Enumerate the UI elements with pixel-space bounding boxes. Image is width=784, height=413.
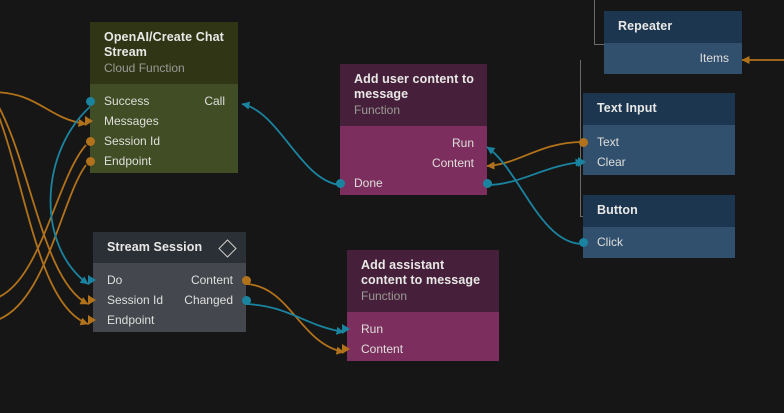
port-marker-session-id[interactable] [88,295,96,305]
node-header[interactable]: Text Input [583,93,735,125]
port-label-click: Click [597,235,623,249]
node-title: Add user content to message [354,72,474,101]
port-row: Content [340,153,487,173]
node-header[interactable]: OpenAI/Create Chat Stream Cloud Function [90,22,238,84]
port-label-messages: Messages [104,114,159,128]
node-title: OpenAI/Create Chat Stream [104,30,224,59]
wire-stream-changed-to-assistant-run [245,303,345,335]
port-row: Endpoint [85,151,238,171]
port-marker-session-id[interactable] [85,136,95,146]
port-row: Items [604,48,742,68]
node-title: Stream Session [107,240,203,254]
node-title: Button [597,203,638,217]
port-row: Done [335,173,492,193]
node-subtitle: Cloud Function [104,61,185,75]
wire-openai-success-to-stream-do [49,104,93,285]
port-label-content: Content [361,342,404,356]
port-row: Run [342,319,499,339]
port-label-content: Content [431,156,474,170]
port-row: Click [578,232,735,252]
port-label-items: Items [699,51,729,65]
node-header[interactable]: Add assistant content to message Functio… [347,250,499,312]
node-body: Run Content [342,312,499,361]
wire-user-done-out-to-textinput-clear [486,158,584,186]
wire-left-to-stream-session-id [0,107,89,305]
node-subtitle: Function [361,289,408,303]
port-label-content: Content [190,273,233,287]
port-row: Do Content [88,270,251,290]
diamond-icon [218,239,237,258]
wire-textinput-text-to-user-content [486,141,584,170]
port-label-endpoint: Endpoint [107,313,155,327]
port-label-session-id: Session Id [107,293,164,307]
port-label-changed: Changed [184,293,233,307]
port-marker-done-in[interactable] [335,178,345,188]
port-marker-content[interactable] [342,344,350,354]
node-header[interactable]: Button [583,195,735,227]
node-subtitle: Function [354,103,401,117]
node-add-user-content-to-message[interactable]: Add user content to message Function Run… [335,64,492,195]
port-label-endpoint: Endpoint [104,154,152,168]
node-add-assistant-content-to-message[interactable]: Add assistant content to message Functio… [342,250,499,361]
port-label-session-id: Session Id [104,134,161,148]
repeater-group-bracket [594,0,605,45]
port-label-do: Do [107,273,123,287]
node-header[interactable]: Repeater [604,11,742,43]
wire-left-to-openai-messages [0,91,87,127]
port-row: Session Id [85,131,238,151]
port-label-text: Text [597,135,620,149]
port-row: Content [342,339,499,359]
node-title: Add assistant content to message [361,258,481,287]
port-row: Messages [85,111,238,131]
wire-button-click-to-user-run [486,146,584,245]
port-marker-text[interactable] [578,137,588,147]
node-body: Items [604,43,742,74]
node-body: Success Call Messages Session Id Endpoin… [85,84,238,173]
port-marker-messages[interactable] [85,116,93,126]
wire-user-done-to-openai-call [241,101,341,186]
port-marker-content[interactable] [241,275,251,285]
node-title: Repeater [618,19,673,33]
port-marker-success[interactable] [85,96,95,106]
node-repeater[interactable]: Repeater Items [604,11,742,74]
node-header[interactable]: Add user content to message Function [340,64,487,126]
port-marker-endpoint[interactable] [88,315,96,325]
node-openai-create-chat-stream[interactable]: OpenAI/Create Chat Stream Cloud Function… [85,22,238,173]
port-label-call: Call [204,94,225,108]
node-body: Text Clear [578,125,735,175]
port-marker-changed[interactable] [241,295,251,305]
port-row: Text [578,132,735,152]
port-label-clear: Clear [597,155,626,169]
node-title: Text Input [597,101,657,115]
port-label-success: Success [104,94,150,108]
port-row: Endpoint [88,310,246,330]
wire-stream-content-to-assistant-content [245,283,345,355]
port-row: Session Id Changed [88,290,251,310]
node-body: Click [578,227,735,258]
wire-left-to-openai-session [0,144,87,298]
port-row: Success Call [85,91,238,111]
port-marker-endpoint[interactable] [85,156,95,166]
port-marker-clear[interactable] [578,157,586,167]
port-marker-do[interactable] [88,275,96,285]
port-label-done: Done [354,176,383,190]
port-marker-done-out[interactable] [482,178,492,188]
port-label-run: Run [361,322,384,336]
node-text-input[interactable]: Text Input Text Clear [578,93,735,175]
wire-left-to-stream-endpoint [0,117,89,326]
node-body: Run Content Done [335,126,492,195]
node-body: Do Content Session Id Changed Endpoint [88,263,251,332]
node-button[interactable]: Button Click [578,195,735,258]
node-stream-session[interactable]: Stream Session Do Content Session Id Cha… [88,232,251,332]
port-marker-click[interactable] [578,237,588,247]
port-label-run: Run [451,136,474,150]
port-marker-run[interactable] [342,324,350,334]
wire-left-to-openai-endpoint [0,164,87,320]
port-row: Run [340,133,487,153]
node-header[interactable]: Stream Session [93,232,246,263]
port-row: Clear [578,152,735,172]
